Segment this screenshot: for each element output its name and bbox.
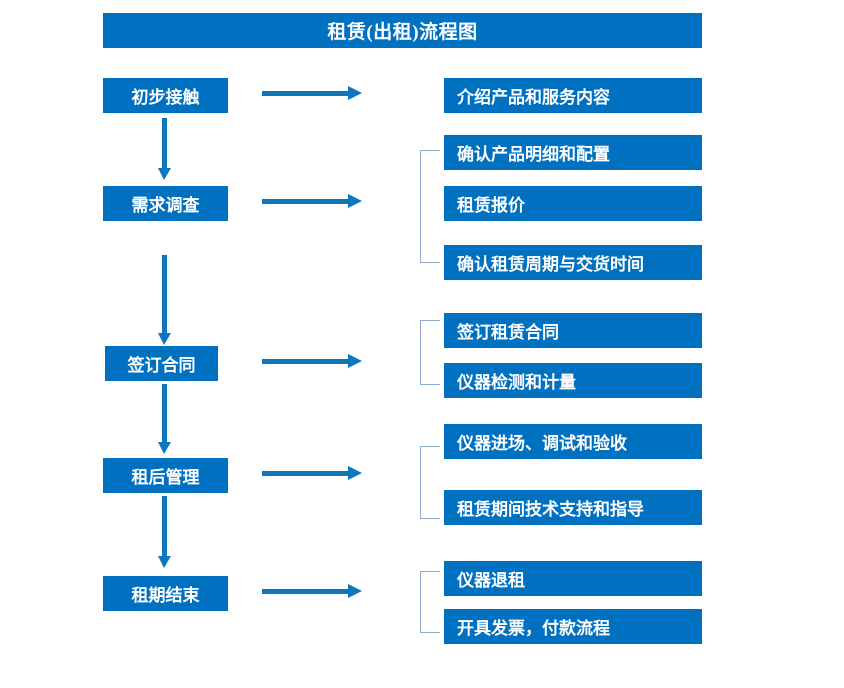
arrow-head (348, 466, 362, 480)
arrow-head (158, 333, 171, 345)
arrow-shaft (162, 255, 167, 333)
stage-box-sign-contract[interactable]: 签订合同 (105, 346, 218, 381)
detail-box-instrument-inspection[interactable]: 仪器检测和计量 (444, 363, 702, 398)
arrow-shaft (162, 384, 167, 442)
detail-box-confirm-product-details[interactable]: 确认产品明细和配置 (444, 135, 702, 170)
arrow-down-stage-4-to-5 (158, 496, 171, 568)
arrow-shaft (262, 199, 350, 204)
group-bracket-stage-4 (420, 446, 440, 519)
arrow-head (348, 194, 362, 208)
detail-box-technical-support[interactable]: 租赁期间技术支持和指导 (444, 490, 702, 525)
stage-box-demand-survey[interactable]: 需求调查 (103, 186, 228, 221)
arrow-shaft (162, 496, 167, 556)
arrow-right-stage-5 (262, 584, 362, 598)
arrow-head (158, 168, 171, 180)
stage-box-post-rental-management[interactable]: 租后管理 (103, 458, 228, 493)
arrow-head (348, 354, 362, 368)
stage-box-initial-contact[interactable]: 初步接触 (103, 78, 228, 113)
stage-box-lease-end[interactable]: 租期结束 (103, 576, 228, 611)
detail-box-confirm-period-delivery[interactable]: 确认租赁周期与交货时间 (444, 245, 702, 280)
arrow-right-stage-1 (262, 86, 362, 100)
detail-box-instrument-entry-commissioning[interactable]: 仪器进场、调试和验收 (444, 424, 702, 459)
flowchart-title: 租赁(出租)流程图 (103, 13, 702, 48)
detail-box-rental-quotation[interactable]: 租赁报价 (444, 186, 702, 221)
arrow-head (348, 86, 362, 100)
arrow-head (158, 556, 171, 568)
detail-box-instrument-return[interactable]: 仪器退租 (444, 561, 702, 596)
arrow-down-stage-3-to-4 (158, 384, 171, 454)
arrow-shaft (262, 471, 350, 476)
group-bracket-stage-5 (420, 571, 440, 633)
arrow-right-stage-2 (262, 194, 362, 208)
detail-box-intro-products-services[interactable]: 介绍产品和服务内容 (444, 78, 702, 113)
arrow-right-stage-4 (262, 466, 362, 480)
arrow-down-stage-2-to-3 (158, 255, 171, 345)
arrow-right-stage-3 (262, 354, 362, 368)
detail-box-invoice-payment[interactable]: 开具发票，付款流程 (444, 609, 702, 644)
arrow-shaft (262, 589, 350, 594)
arrow-down-stage-1-to-2 (158, 118, 171, 180)
group-bracket-stage-2 (420, 150, 440, 263)
group-bracket-stage-3 (420, 320, 440, 385)
arrow-shaft (262, 359, 350, 364)
arrow-shaft (262, 91, 350, 96)
arrow-head (348, 584, 362, 598)
detail-box-sign-rental-contract[interactable]: 签订租赁合同 (444, 313, 702, 348)
arrow-head (158, 442, 171, 454)
arrow-shaft (162, 118, 167, 168)
